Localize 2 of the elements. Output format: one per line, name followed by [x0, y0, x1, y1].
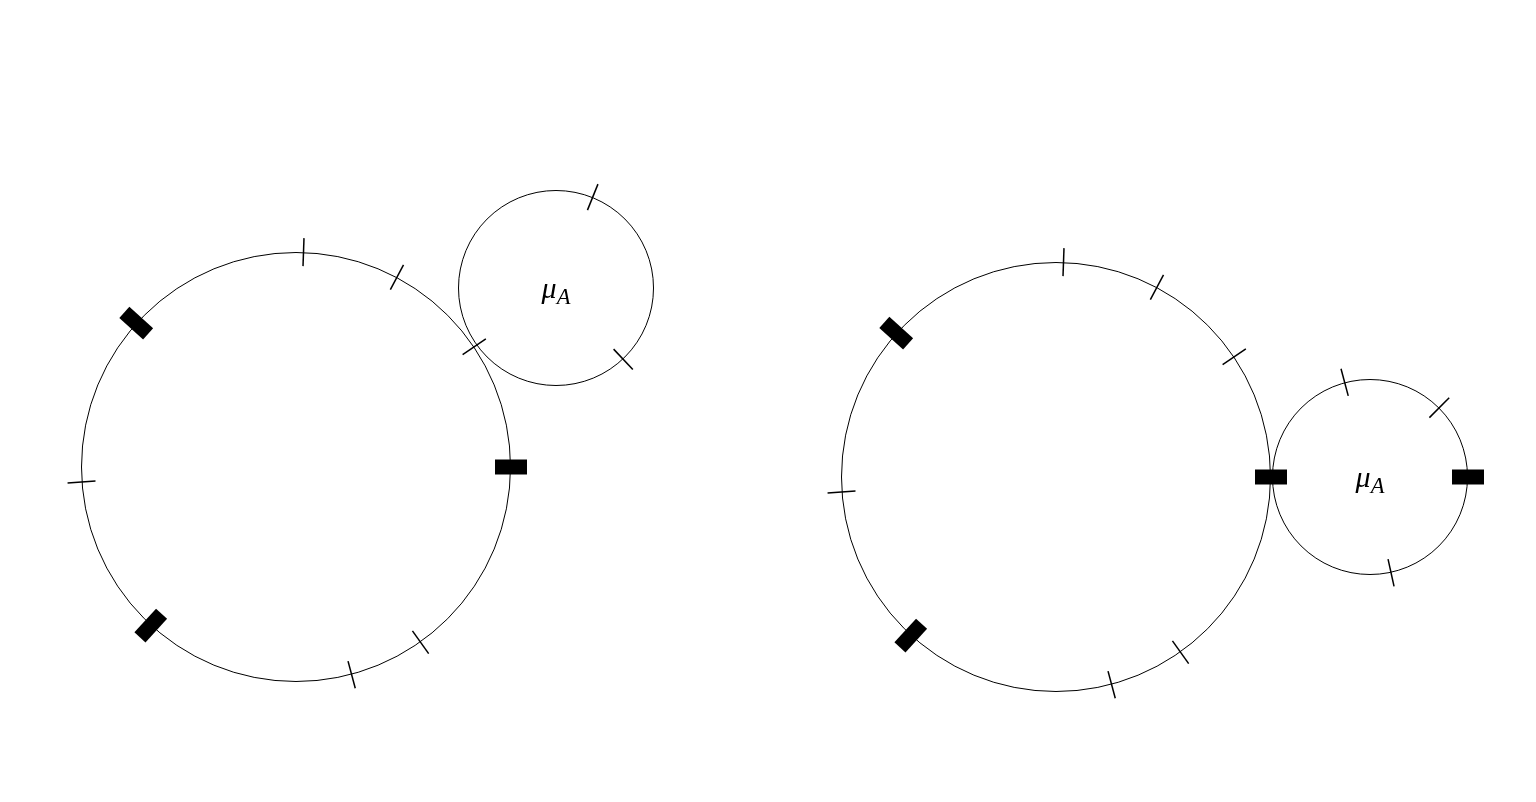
circle-label: μ$_{A}$ [541, 273, 571, 303]
circle-label: μ$_{A}$ [1355, 462, 1385, 492]
